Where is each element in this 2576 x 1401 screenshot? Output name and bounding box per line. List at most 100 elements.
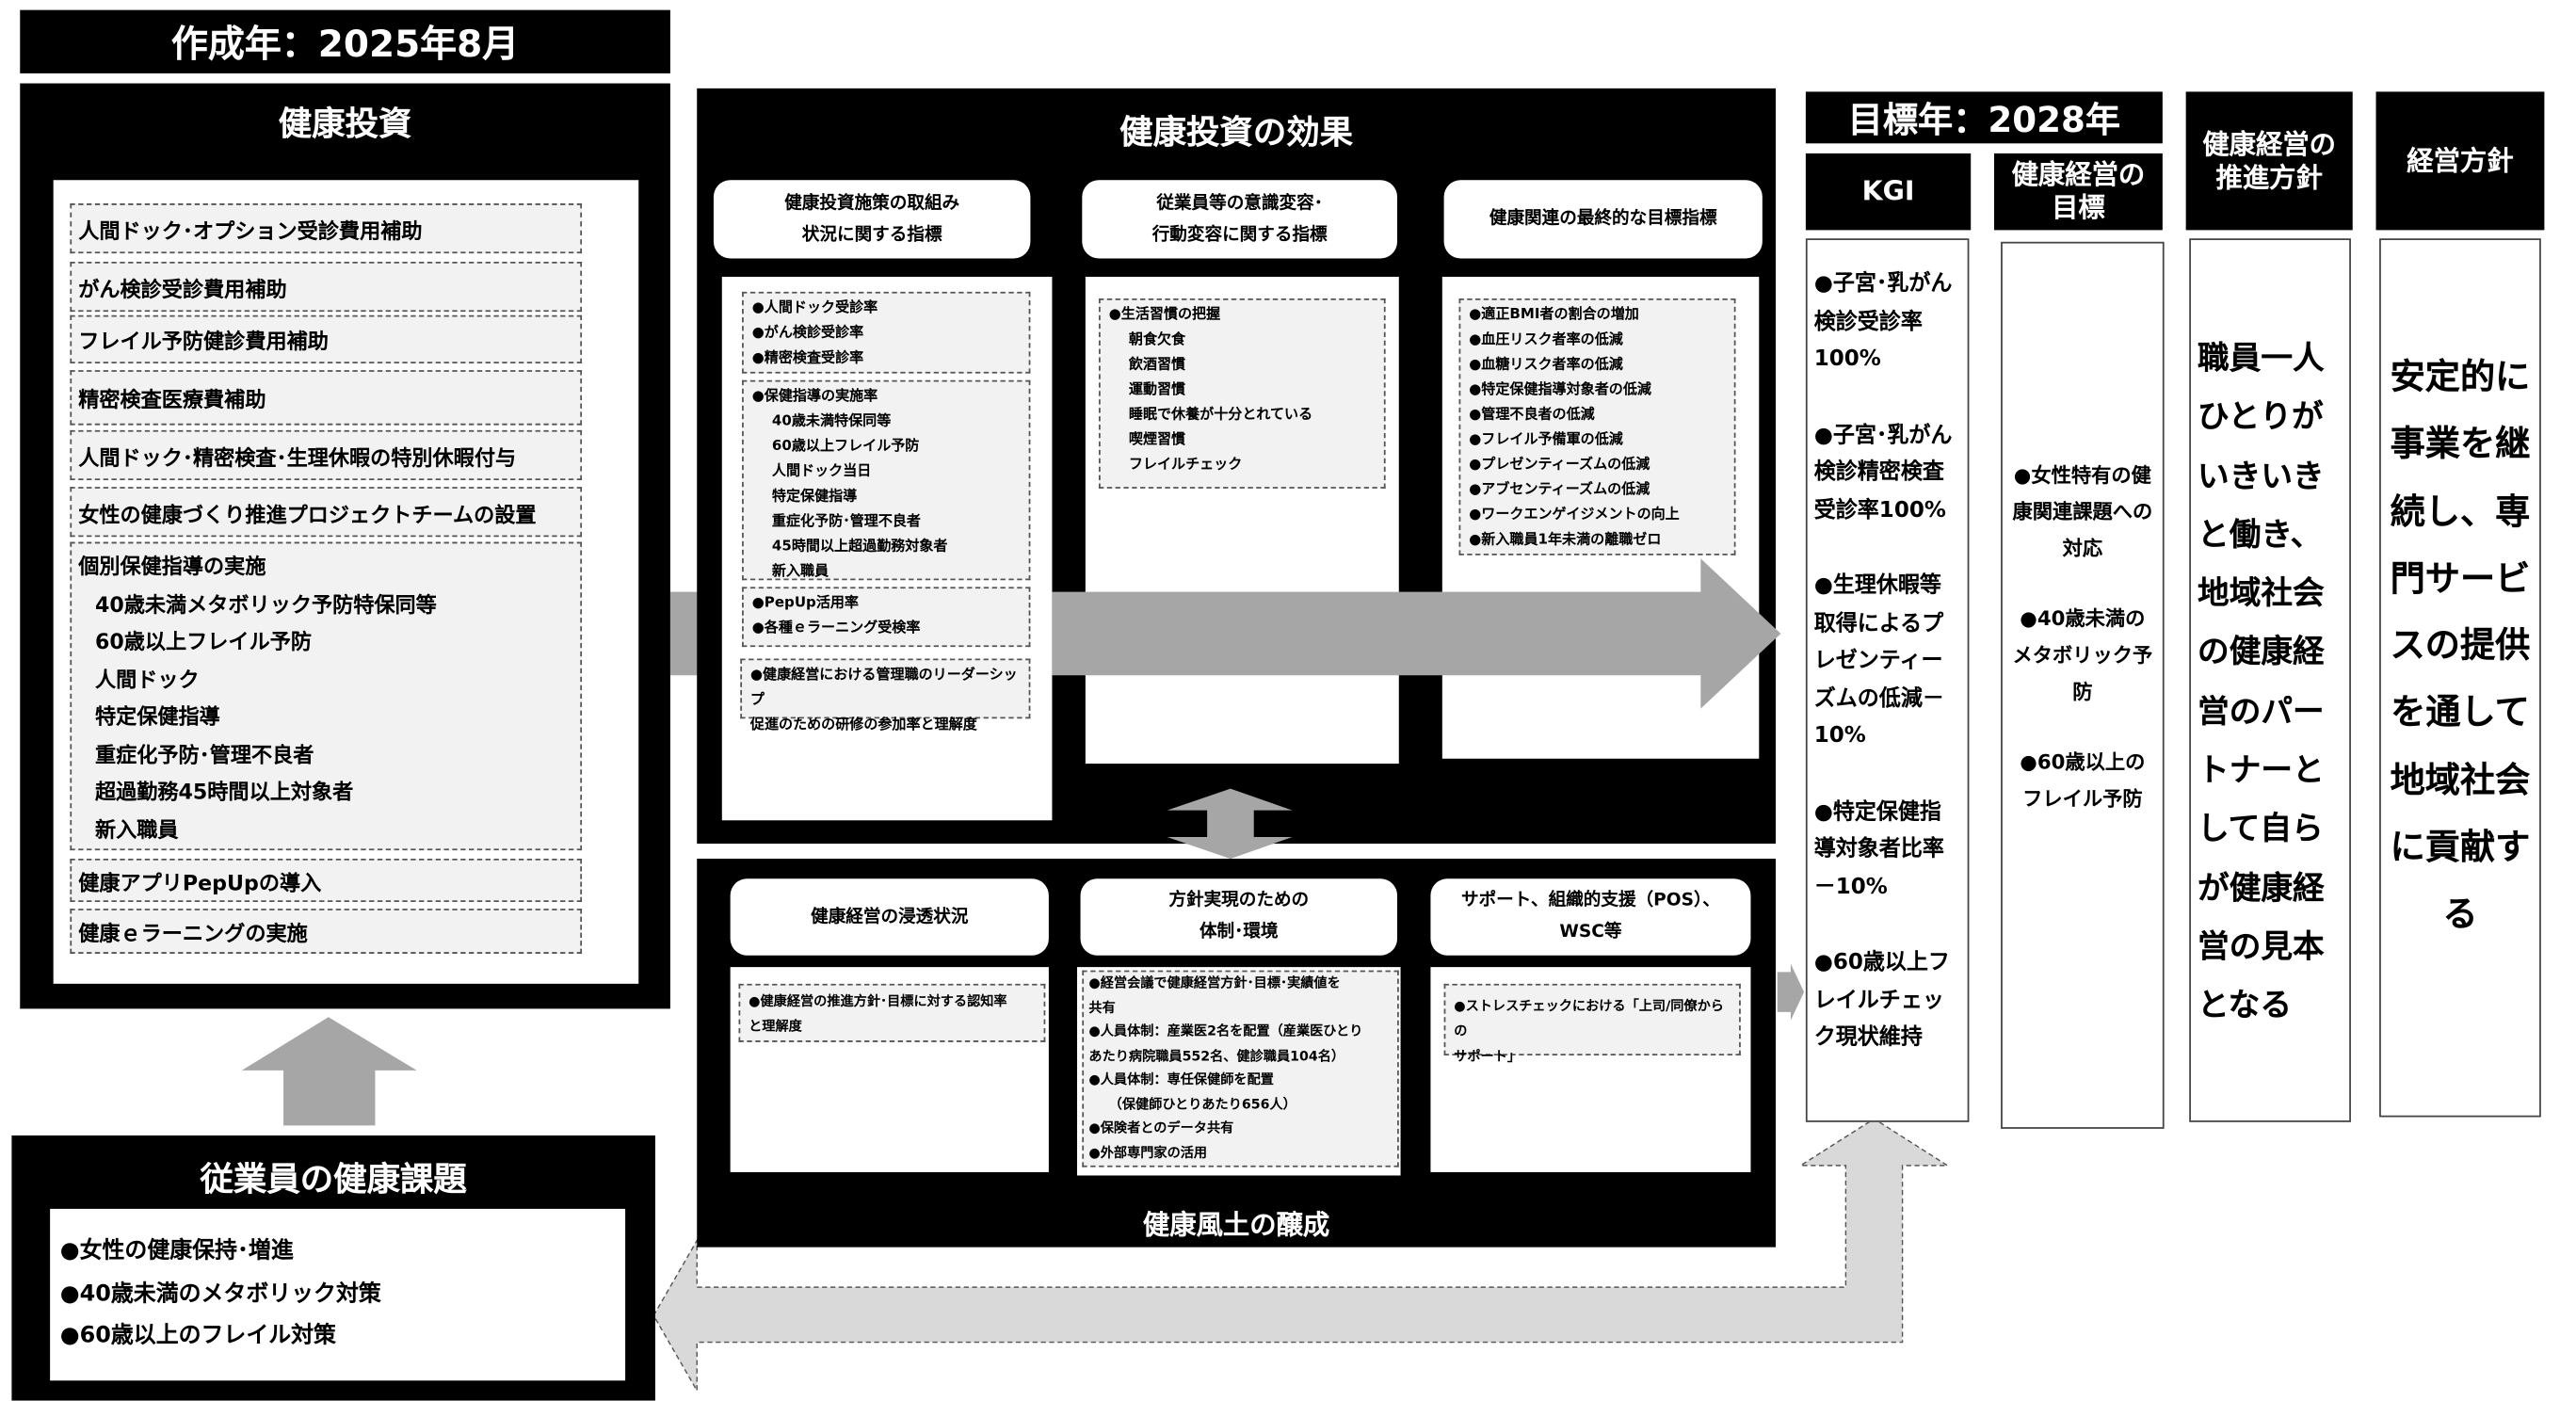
health-culture-title: 健康風土の醸成 — [1142, 1208, 1330, 1241]
metric: ●人員体制：産業医2名を配置（産業医ひとり — [1088, 1023, 1363, 1039]
metric: ●ワークエンゲイジメントの向上 — [1469, 507, 1680, 524]
metric: ●外部専門家の活用 — [1088, 1144, 1208, 1160]
metric: 促進のための研修の参加率と理解度 — [749, 717, 977, 734]
header-line: 健康投資施策の取組み — [784, 192, 960, 213]
investment-item: 健康アプリPepUpの導入 — [70, 859, 583, 903]
metric: サポート」 — [1454, 1048, 1521, 1064]
goal-header: 健康経営の目標 — [1993, 153, 2163, 231]
policy-text: 職員一人ひとりがいきいきと働き、地域社会の健康経営のパートナーとして自らが健康経… — [2198, 340, 2325, 1024]
initiative-group: ●PepUp活用率 ●各種ｅラーニング受検率 — [742, 587, 1031, 648]
management-policy-box: 安定的に事業を継続し、専門サービスの提供を通して地域社会に貢献する — [2379, 238, 2541, 1118]
guidance-sub: 人間ドック — [94, 666, 200, 692]
investment-item: 人間ドック･オプション受診費用補助 — [70, 203, 583, 254]
metric-sub: 重症化予防･管理不良者 — [771, 513, 922, 531]
metric-sub: フレイルチェック — [1128, 457, 1243, 474]
metric: ●人間ドック受診率 — [751, 299, 878, 317]
initiative-group: ●健康経営における管理職のリーダーシップ 促進のための研修の参加率と理解度 — [740, 658, 1031, 733]
behavior-group: ●生活習慣の把握 朝食欠食 飲酒習慣 運動習慣 睡眠で休養が十分とれている 喫煙… — [1099, 298, 1386, 489]
guidance-sub: 重症化予防･管理不良者 — [94, 741, 314, 766]
metric: ●血圧リスク者率の低減 — [1469, 331, 1623, 349]
metric: ●特定保健指導対象者の低減 — [1469, 381, 1651, 399]
kgi-list: ●子宮･乳がん検診受診率100% ●子宮･乳がん検診精密検査受診率100% ●生… — [1805, 238, 1970, 1122]
header-line: 方針実現のための — [1168, 890, 1310, 910]
guidance-sub: 40歳未満メタボリック予防特保同等 — [94, 590, 437, 617]
kgi-header: KGI — [1805, 153, 1972, 231]
metric: ●適正BMI者の割合の増加 — [1469, 306, 1639, 324]
metric: ●健康経営における管理職のリーダーシップ — [749, 667, 1018, 709]
header-line: 従業員等の意識変容･ — [1156, 192, 1323, 213]
health-investment-title: 健康投資 — [278, 103, 412, 144]
created-date-label: 作成年：2025年8月 — [20, 9, 670, 73]
metric: あたり病院職員552名、健診職員104名） — [1088, 1048, 1345, 1063]
initiative-group: ●保健指導の実施率 40歳未満特保同等 60歳以上フレイル予防 人間ドック当日 … — [742, 379, 1031, 581]
goal-item: ●60歳以上のフレイル予防 — [2020, 749, 2146, 811]
metric-sub: 人間ドック当日 — [771, 463, 872, 481]
investment-item: がん検診受診費用補助 — [70, 262, 583, 313]
small-right-arrow — [1777, 963, 1805, 1021]
effects-header-initiatives: 健康投資施策の取組み状況に関する指標 — [713, 180, 1031, 259]
metric: ●保健指導の実施率 — [751, 388, 878, 406]
investment-item: 女性の健康づくり推進プロジェクトチームの設置 — [70, 487, 583, 538]
metric: ●アブセンティーズムの低減 — [1469, 481, 1650, 499]
metric: ●経営会議で健康経営方針･目標･実績値を — [1088, 974, 1341, 990]
investment-item: フレイル予防健診費用補助 — [70, 314, 583, 364]
issue-item: ●女性の健康保持･増進 — [59, 1237, 294, 1264]
metric: 共有 — [1088, 999, 1116, 1015]
metric: と理解度 — [749, 1019, 802, 1034]
metric: ●新入職員1年未満の離職ゼロ — [1469, 531, 1662, 549]
kgi-item: ●特定保健指導対象者比率－10% — [1813, 799, 1944, 900]
effects-header-behavior: 従業員等の意識変容･ 行動変容に関する指標 — [1082, 180, 1398, 259]
metric: ●がん検診受診率 — [751, 325, 864, 343]
policy-header: 健康経営の推進方針 — [2185, 91, 2353, 231]
target-year-label: 目標年：2028年 — [1805, 91, 2163, 144]
header-line: 体制･環境 — [1199, 922, 1279, 942]
metric: ●人員体制：専任保健師を配置 — [1088, 1071, 1274, 1087]
metric-sub: 40歳未満特保同等 — [771, 413, 892, 430]
issue-item: ●40歳未満のメタボリック対策 — [59, 1280, 381, 1307]
management-policy-text: 安定的に事業を継続し、専門サービスの提供を通して地域社会に貢献する — [2390, 356, 2531, 935]
final-goal-group: ●適正BMI者の割合の増加 ●血圧リスク者率の低減 ●血糖リスク者率の低減 ●特… — [1458, 298, 1736, 556]
header-line: 健康経営の浸透状況 — [811, 906, 969, 926]
guidance-sub: 特定保健指導 — [94, 703, 220, 729]
metric: ●精密検査受診率 — [751, 349, 864, 367]
culture-group: ●経営会議で健康経営方針･目標･実績値を 共有 ●人員体制：産業医2名を配置（産… — [1082, 970, 1399, 1168]
management-policy-header: 経営方針 — [2375, 91, 2545, 231]
culture-header-penetration: 健康経営の浸透状況 — [730, 878, 1049, 956]
culture-group: ●ストレスチェックにおける「上司/同僚からの サポート」 — [1443, 983, 1741, 1064]
up-arrow — [241, 1017, 417, 1126]
policy-box: 職員一人ひとりがいきいきと働き、地域社会の健康経営のパートナーとして自らが健康経… — [2189, 238, 2351, 1122]
guidance-sub: 新入職員 — [94, 815, 179, 842]
investment-effects-title: 健康投資の効果 — [1119, 111, 1354, 153]
metric-sub: 睡眠で休養が十分とれている — [1128, 407, 1313, 424]
header-line: 健康関連の最終的な目標指標 — [1489, 208, 1717, 229]
culture-header-support: サポート、組織的支援（POS）、WSC等 — [1430, 878, 1751, 956]
metric-sub: 朝食欠食 — [1128, 331, 1186, 349]
metric-sub: 新入職員 — [771, 563, 829, 581]
metric: ●管理不良者の低減 — [1469, 407, 1595, 424]
metric-sub: 特定保健指導 — [771, 488, 858, 506]
metric: ●ストレスチェックにおける「上司/同僚からの — [1454, 998, 1724, 1039]
metric: ●各種ｅラーニング受検率 — [751, 620, 921, 637]
guidance-sub: 60歳以上フレイル予防 — [94, 628, 312, 654]
metric-sub: 喫煙習慣 — [1128, 431, 1186, 449]
metric: ●健康経営の推進方針･目標に対する認知率 — [749, 993, 1007, 1009]
metric-sub: 45時間以上超過勤務対象者 — [771, 539, 948, 556]
goal-item: ●40歳未満のメタボリック予防 — [2012, 606, 2153, 704]
culture-group: ●健康経営の推進方針･目標に対する認知率 と理解度 — [738, 983, 1046, 1042]
metric: ●保険者とのデータ共有 — [1088, 1120, 1234, 1135]
metric: ●PepUp活用率 — [751, 595, 859, 612]
metric-sub: 60歳以上フレイル予防 — [771, 438, 920, 456]
investment-item: 人間ドック･精密検査･生理休暇の特別休暇付与 — [70, 429, 583, 481]
effects-header-final-goal: 健康関連の最終的な目標指標 — [1443, 180, 1763, 259]
header-line: 状況に関する指標 — [801, 224, 942, 245]
goal-list: ●女性特有の健康関連課題への対応 ●40歳未満のメタボリック予防 ●60歳以上の… — [2001, 241, 2165, 1129]
kgi-item: ●60歳以上フレイルチェック現状維持 — [1813, 950, 1950, 1051]
metric: ●血糖リスク者率の低減 — [1469, 356, 1623, 374]
metric: ●フレイル予備軍の低減 — [1469, 431, 1623, 449]
header-line: WSC等 — [1559, 922, 1622, 942]
metric: （保健師ひとりあたり656人） — [1108, 1096, 1296, 1112]
header-line: 行動変容に関する指標 — [1151, 224, 1328, 245]
issue-item: ●60歳以上のフレイル対策 — [59, 1322, 336, 1349]
employee-health-issues-list: ●女性の健康保持･増進 ●40歳未満のメタボリック対策 ●60歳以上のフレイル対… — [50, 1208, 626, 1381]
